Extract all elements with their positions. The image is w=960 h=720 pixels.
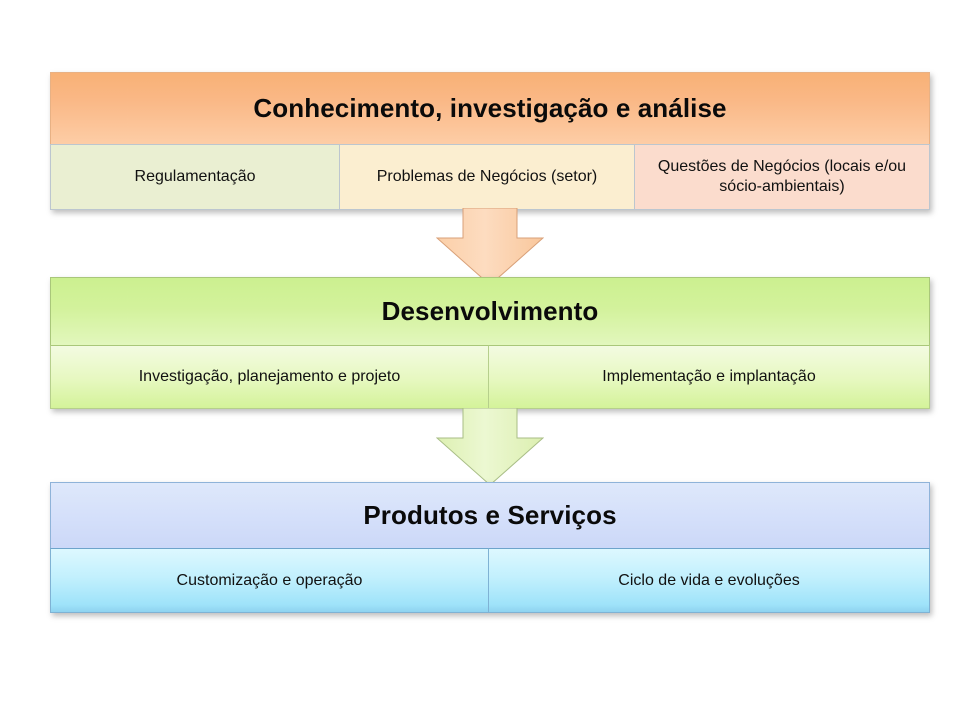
down-arrow-icon [436, 408, 544, 486]
block-desenvolvimento[interactable]: Desenvolvimento Investigação, planejamen… [50, 277, 930, 409]
subitem-label: Investigação, planejamento e projeto [138, 368, 401, 386]
subitem-row-desenvolvimento: Investigação, planejamento e projeto Imp… [50, 345, 930, 409]
subitem-label: Customização e operação [176, 571, 363, 589]
block-header-conhecimento: Conhecimento, investigação e análise [50, 72, 930, 144]
subitem-problemas-negocios[interactable]: Problemas de Negócios (setor) [340, 144, 635, 210]
subitem-questoes-negocios[interactable]: Questões de Negócios (locais e/ou sócio-… [635, 144, 930, 210]
block-produtos-servicos[interactable]: Produtos e Serviços Customização e opera… [50, 482, 930, 613]
subitem-label: Regulamentação [134, 168, 256, 186]
subitem-regulamentacao[interactable]: Regulamentação [50, 144, 340, 210]
down-arrow-icon [436, 208, 544, 286]
arrow-conhecimento-to-desenvolvimento [436, 208, 544, 286]
subitem-investigacao-planejamento-projeto[interactable]: Investigação, planejamento e projeto [50, 345, 489, 409]
block-header-produtos-servicos: Produtos e Serviços [50, 482, 930, 548]
arrow-desenvolvimento-to-produtos [436, 408, 544, 486]
subitem-customizacao-operacao[interactable]: Customização e operação [50, 548, 489, 613]
block-header-desenvolvimento: Desenvolvimento [50, 277, 930, 345]
subitem-label: Problemas de Negócios (setor) [376, 168, 598, 186]
subitem-label: Questões de Negócios (locais e/ou sócio-… [657, 158, 907, 195]
subitem-row-conhecimento: Regulamentação Problemas de Negócios (se… [50, 144, 930, 210]
subitem-label: Ciclo de vida e evoluções [618, 571, 800, 589]
subitem-ciclo-vida-evolucoes[interactable]: Ciclo de vida e evoluções [489, 548, 930, 613]
subitem-implementacao-implantacao[interactable]: Implementação e implantação [489, 345, 930, 409]
block-header-label: Desenvolvimento [381, 296, 599, 327]
subitem-row-produtos-servicos: Customização e operação Ciclo de vida e … [50, 548, 930, 613]
block-header-label: Produtos e Serviços [363, 500, 617, 531]
block-header-label: Conhecimento, investigação e análise [253, 93, 727, 124]
subitem-label: Implementação e implantação [602, 368, 816, 386]
block-conhecimento[interactable]: Conhecimento, investigação e análise Reg… [50, 72, 930, 210]
